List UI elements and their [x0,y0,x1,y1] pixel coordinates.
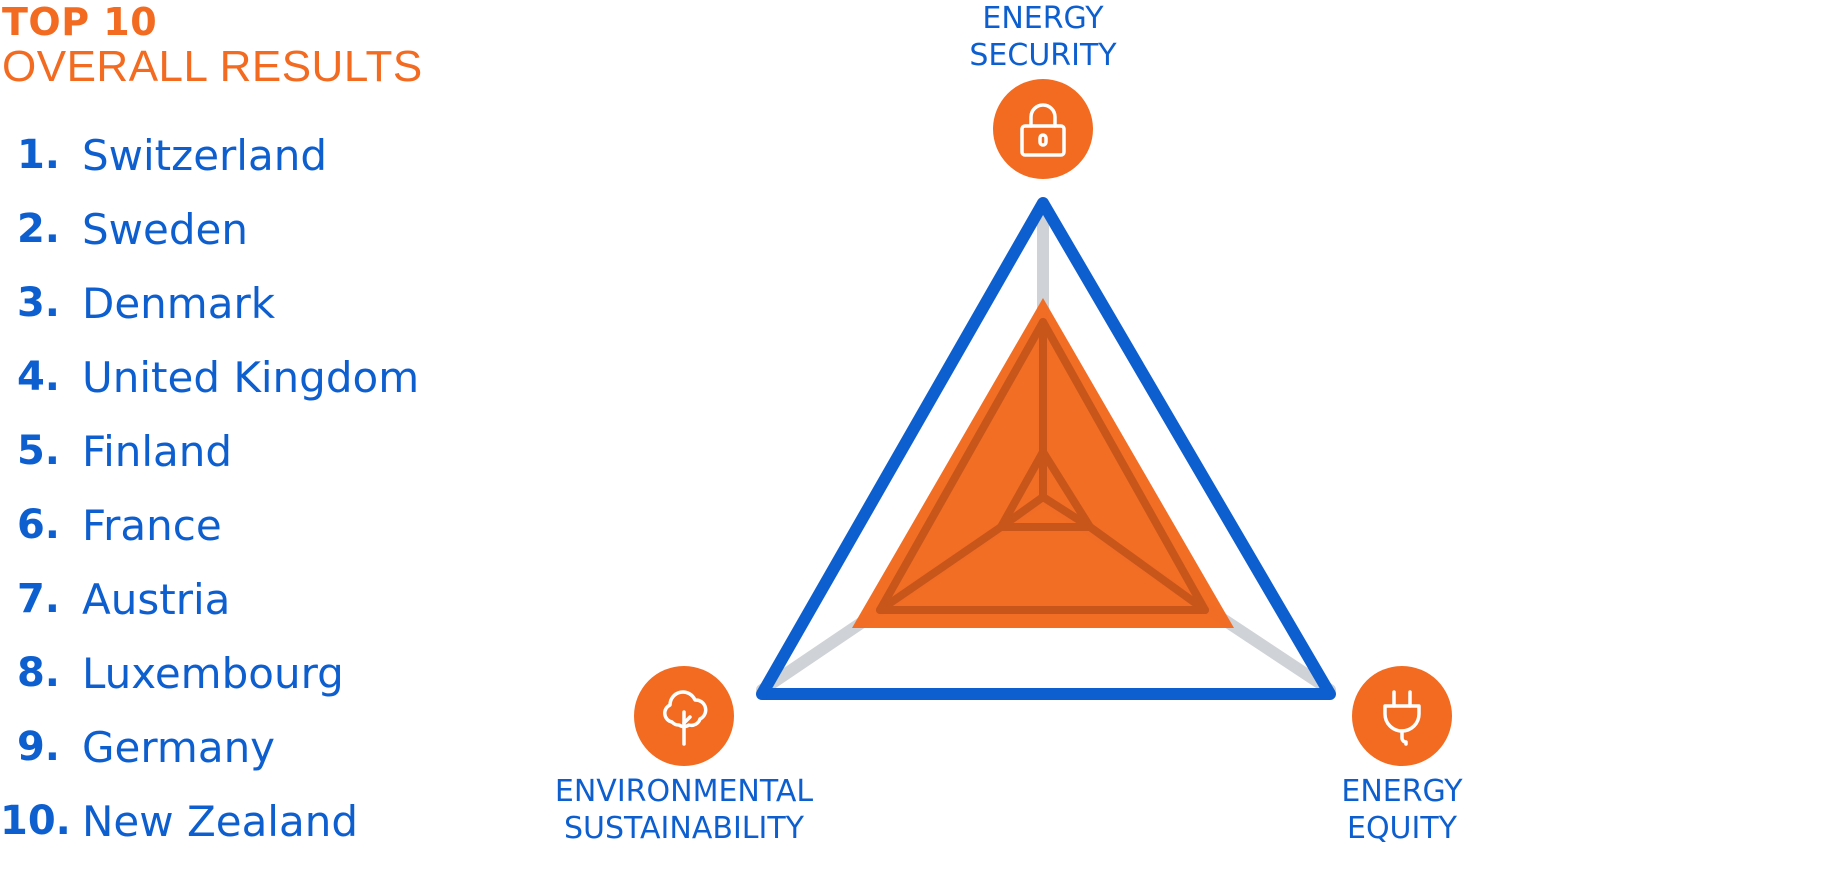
country-name: Austria [82,574,231,624]
label-environmental-sustainability: ENVIRONMENTAL SUSTAINABILITY [555,773,813,847]
ranking-item: 5. Finland [0,414,419,488]
rank-number: 6. [16,502,60,548]
inner-triangle-small [997,448,1094,531]
label-energy-security: ENERGY SECURITY [969,0,1116,74]
country-name: Denmark [82,278,276,328]
ranking-item: 7. Austria [0,562,419,636]
label-security-line2: SECURITY [969,38,1117,73]
inner-spoke-left [876,523,1005,614]
country-name: Luxembourg [82,648,344,698]
lock-icon [993,79,1093,179]
plug-icon [1352,666,1452,766]
label-energy-equity: ENERGY EQUITY [1341,773,1462,847]
country-name: Sweden [82,204,248,254]
rank-number: 1. [16,132,60,178]
rank-number: 4. [16,354,60,400]
ranking-item: 6. France [0,488,419,562]
inner-spoke-right [1086,523,1209,614]
label-sustainability-line2: SUSTAINABILITY [563,811,804,846]
rank-number: 5. [16,428,60,474]
ranking-item: 3. Denmark [0,266,419,340]
rank-number: 3. [16,280,60,326]
country-name: Finland [82,426,233,476]
ranking-item: 8. Luxembourg [0,636,419,710]
inner-structure [876,318,1209,614]
ranking-item: 2. Sweden [0,192,419,266]
country-name: Switzerland [82,130,327,180]
ranking-list: 1. Switzerland 2. Sweden 3. Denmark 4. Unite… [0,118,419,858]
core-spoke-right [1039,493,1094,531]
country-name: Germany [82,722,276,772]
country-name: France [82,500,222,550]
country-name: New Zealand [82,796,358,846]
label-sustainability-line1: ENVIRONMENTAL [554,774,814,809]
tree-icon [634,666,734,766]
inner-triangle-large [876,318,1209,614]
title-block: TOP 10 OVERALL RESULTS [2,0,423,90]
outer-triangle [756,197,1336,700]
title-top10: TOP 10 [2,0,158,44]
rank-number: 2. [16,206,60,252]
ranking-item: 10.New Zealand [0,784,419,858]
ranking-item: 4. United Kingdom [0,340,419,414]
ranking-item: 1. Switzerland [0,118,419,192]
core-spoke-left [997,493,1047,531]
label-equity-line1: ENERGY [1341,774,1463,809]
label-equity-line2: EQUITY [1346,811,1458,846]
label-security-line1: ENERGY [982,1,1104,36]
country-name: United Kingdom [82,352,420,402]
ranking-item: 9. Germany [0,710,419,784]
rank-number: 10. [0,798,71,844]
rank-number: 7. [16,576,60,622]
rank-number: 9. [16,724,60,770]
title-overall-results: OVERALL RESULTS [2,42,423,91]
rank-number: 8. [16,650,60,696]
